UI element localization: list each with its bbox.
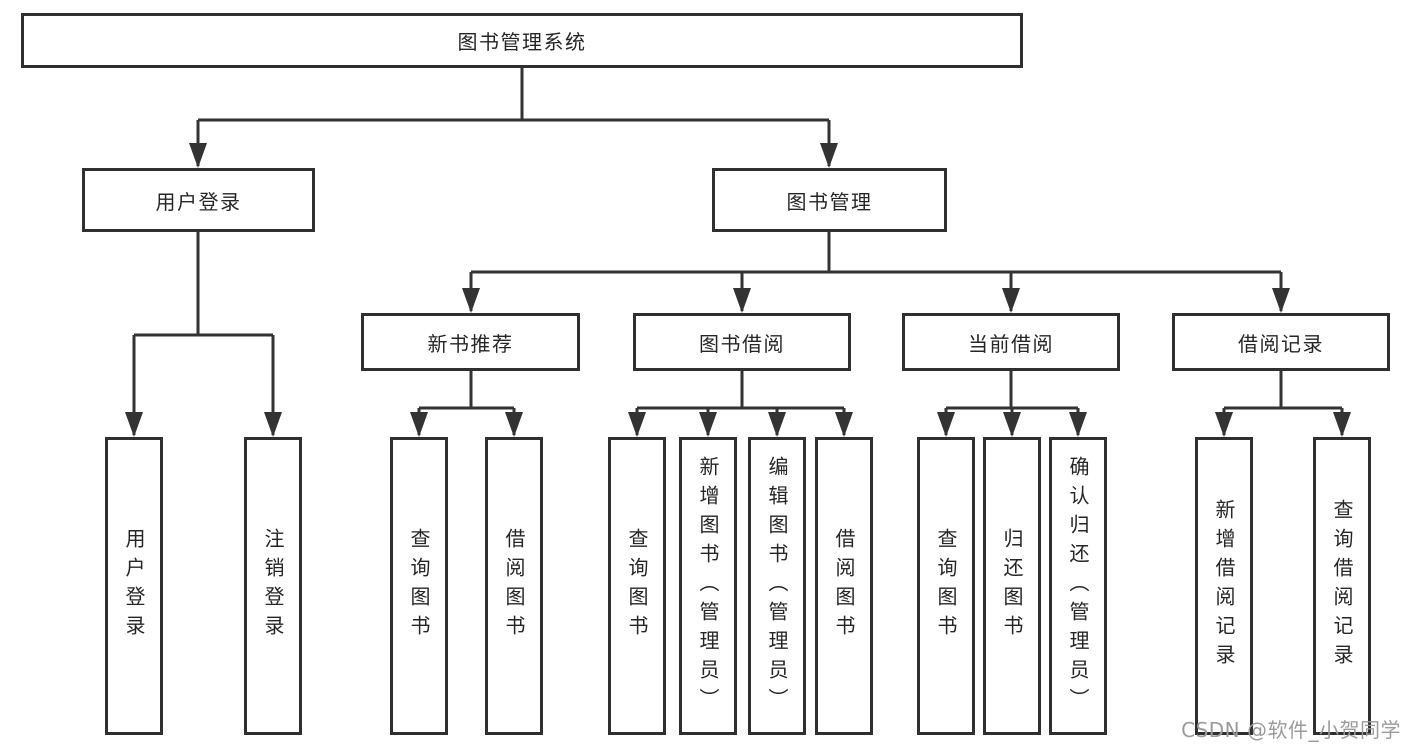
leaf-label: 查询图书 xyxy=(934,528,958,644)
node-library-system: 图书管理系统 xyxy=(21,13,1023,68)
leaf-query-books-borrow: 查询图书 xyxy=(608,437,666,735)
leaf-label: 借阅图书 xyxy=(502,528,526,644)
node-book-borrow: 图书借阅 xyxy=(633,313,851,371)
leaf-label: 查询借阅记录 xyxy=(1330,499,1354,673)
leaf-borrow-books: 借阅图书 xyxy=(815,437,873,735)
node-label: 借阅记录 xyxy=(1238,331,1324,356)
csdn-watermark: CSDN @软件_小贺同学 xyxy=(1181,718,1401,742)
leaf-edit-book-admin: 编辑图书（管理员） xyxy=(748,437,806,735)
leaf-label: 借阅图书 xyxy=(832,528,856,644)
leaf-confirm-return-admin: 确认归还（管理员） xyxy=(1049,437,1107,735)
arrowheads xyxy=(125,143,1351,437)
node-label: 用户登录 xyxy=(155,189,242,214)
leaf-label: 确认归还（管理员） xyxy=(1066,455,1090,717)
leaf-logout: 注销登录 xyxy=(244,437,302,735)
node-label: 新书推荐 xyxy=(427,331,514,356)
connector-path xyxy=(132,68,1344,435)
node-borrow-records: 借阅记录 xyxy=(1172,313,1390,371)
node-current-borrow: 当前借阅 xyxy=(902,313,1120,371)
leaf-label: 编辑图书（管理员） xyxy=(765,455,789,717)
leaf-label: 用户登录 xyxy=(122,528,146,644)
leaf-label: 新增图书（管理员） xyxy=(696,455,720,717)
node-new-book-recommend: 新书推荐 xyxy=(361,313,580,371)
leaf-user-login: 用户登录 xyxy=(105,437,163,735)
leaf-query-books-current: 查询图书 xyxy=(917,437,975,735)
leaf-query-borrow-record: 查询借阅记录 xyxy=(1313,437,1371,735)
leaf-label: 归还图书 xyxy=(1000,528,1024,644)
node-label: 图书借阅 xyxy=(699,331,785,356)
node-label: 图书管理 xyxy=(786,189,873,214)
leaf-label: 新增借阅记录 xyxy=(1212,499,1236,673)
node-label: 当前借阅 xyxy=(968,331,1054,356)
leaf-add-book-admin: 新增图书（管理员） xyxy=(679,437,737,735)
leaf-add-borrow-record: 新增借阅记录 xyxy=(1195,437,1253,735)
leaf-label: 注销登录 xyxy=(261,528,285,644)
node-book-management: 图书管理 xyxy=(712,168,947,232)
leaf-query-books-recommend: 查询图书 xyxy=(390,437,448,735)
node-label: 图书管理系统 xyxy=(457,30,587,54)
leaf-borrow-books-recommend: 借阅图书 xyxy=(485,437,543,735)
leaf-return-books: 归还图书 xyxy=(983,437,1041,735)
leaf-label: 查询图书 xyxy=(407,528,431,644)
node-user-login: 用户登录 xyxy=(82,168,315,232)
leaf-label: 查询图书 xyxy=(625,528,649,644)
